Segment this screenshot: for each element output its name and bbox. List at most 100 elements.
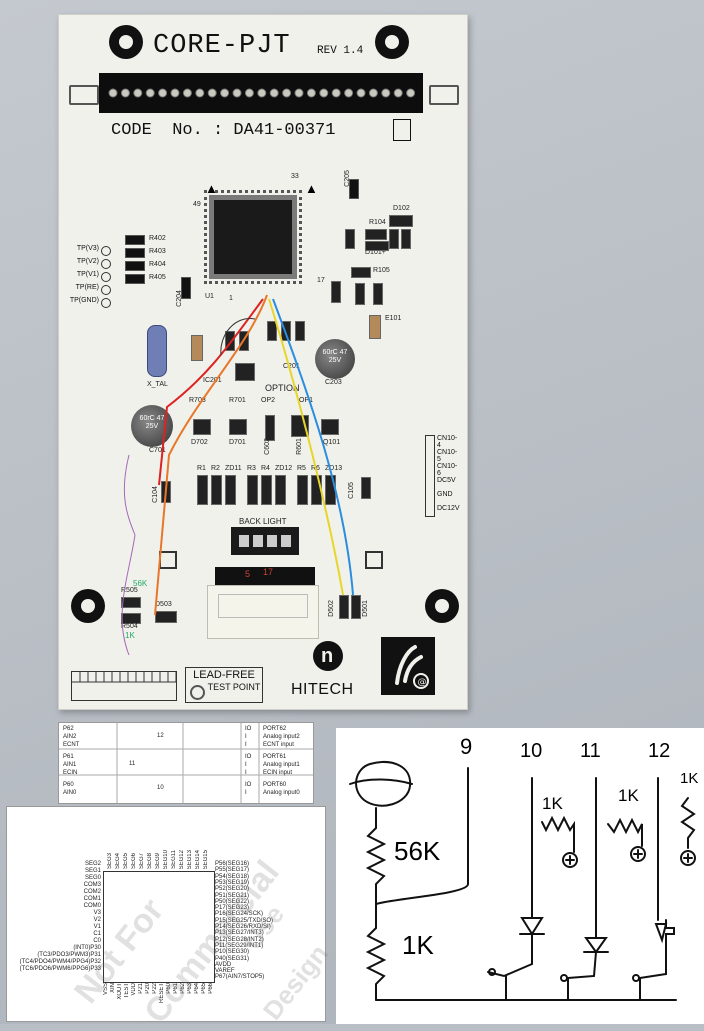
ic-pin-label: SEG5: [123, 852, 129, 869]
test-point-text: TEST POINT: [207, 682, 261, 692]
ic-pin-label: XOUT: [117, 983, 123, 1000]
code-number: CODE No. : DA41-00371: [111, 121, 336, 140]
ic-pin-label: P21: [138, 983, 144, 994]
company-logo-mark: @: [395, 645, 429, 689]
header-pin: [393, 88, 403, 98]
header-pin: [319, 88, 329, 98]
ic-pin-label: P16(SEG24/SCK): [215, 911, 264, 918]
header-pin: [356, 88, 366, 98]
capacitor: [349, 179, 359, 199]
mount-hole: [109, 25, 143, 59]
ic-pin-label: V1: [93, 924, 101, 930]
wire-overlay: [121, 294, 354, 656]
res-label: R404: [149, 261, 166, 268]
diode-label: D503: [155, 601, 172, 608]
mount-hole: [375, 25, 409, 59]
res-label: R1: [197, 465, 206, 472]
resistor: [281, 321, 291, 341]
ic-pin-label: P53(SEG19): [215, 879, 250, 886]
cap-label: C201: [283, 363, 300, 370]
arrow-up-icon: ▲: [205, 181, 218, 196]
header-pin: [257, 88, 267, 98]
connector-label: GND: [437, 491, 453, 498]
header-pin: [331, 88, 341, 98]
header-pin: [195, 88, 205, 98]
pin-header-holes: [108, 88, 416, 98]
handwritten-value: 1K: [125, 631, 135, 640]
pin-label: 33: [291, 173, 299, 180]
ic-pin-label: P12(SEG28/INT2): [215, 936, 264, 943]
mcu-chip: [209, 195, 297, 279]
tp-label: TP(RE): [75, 284, 99, 291]
electrolytic-capacitor: [315, 339, 355, 379]
option-label: OPTION: [265, 383, 300, 393]
ic-pin-label: P10(SEG30): [215, 949, 250, 956]
ic-pin-label: P13(SEG27/INT3): [215, 930, 264, 937]
resistor: [121, 613, 141, 624]
diode-label: D102: [393, 205, 410, 212]
option-label: OP2: [261, 397, 276, 404]
resistor: [125, 261, 145, 271]
pin-number-label: 11: [580, 740, 601, 762]
ic-pin-label: (INT0)P30: [73, 945, 101, 951]
ic-pin-label: C1: [93, 931, 101, 937]
resistor: [191, 335, 203, 361]
pin-header: [99, 73, 423, 113]
mount-hole: [71, 589, 105, 623]
ic-pin-label: P15(SEG25/TXD/SO): [215, 917, 274, 924]
mcu-pins: [204, 190, 302, 284]
lead-free-box: LEAD-FREE TEST POINT: [185, 667, 263, 703]
header-pin: [120, 88, 130, 98]
option-label: OP1: [299, 397, 314, 404]
ic-pin-label: SEG8: [147, 852, 153, 869]
header-slot: [429, 85, 459, 105]
ic-pin-label: SEG6: [131, 852, 137, 869]
resistor-row: [197, 475, 367, 505]
ic-pin-label: V3: [93, 910, 101, 916]
pcb-board: CORE-PJT REV 1.4 CODE No. : DA41-00371 ▲…: [58, 14, 468, 710]
res-label: R701: [229, 397, 246, 404]
tp-label: TP(V1): [76, 271, 99, 278]
ic-pin-label: SEG3: [107, 852, 113, 869]
ic-pin-label: P40(SEG31): [215, 955, 250, 962]
ic-pin-label: SEG11: [171, 850, 177, 869]
res-label: R405: [149, 274, 166, 281]
cap-marking: 60rC 47 25V: [139, 415, 165, 430]
res-label: ZD11: [225, 465, 242, 472]
ic-pin-label: TEST: [124, 983, 130, 999]
cap-label: C203: [325, 379, 342, 386]
connector-label: CN10-5: [437, 449, 458, 463]
res-label: R505: [121, 587, 138, 594]
capacitor: [389, 229, 399, 249]
res-label: R105: [373, 267, 390, 274]
ic-pin-label: (TC4/PDO4/PWM4/PPG4)P32: [19, 959, 101, 965]
code-box: [393, 119, 411, 141]
resistor: [331, 281, 341, 303]
company-logo-icon: @: [381, 637, 435, 695]
board-rev: REV 1.4: [317, 45, 364, 57]
ic-pin-label: P17(SEG23): [215, 905, 250, 912]
white-connector: [207, 585, 319, 639]
header-pin: [133, 88, 143, 98]
resistor: [351, 267, 371, 278]
capacitor: [369, 315, 381, 339]
resistor-value: 1K: [680, 770, 699, 787]
ic-pin-label: P11(SEG29/INT1): [215, 942, 264, 949]
tp-label: TP(V3): [76, 245, 99, 252]
ic-pin-label: P56(SEG16): [215, 861, 250, 867]
pin-label: 1: [229, 295, 233, 302]
header-pin: [406, 88, 416, 98]
cap-marking: 60rC 47 25V: [322, 349, 348, 364]
header-pin: [282, 88, 292, 98]
res-label: ZD12: [275, 465, 293, 472]
header-pin: [269, 88, 279, 98]
diode-label: D701: [229, 439, 246, 446]
resistor: [373, 283, 383, 305]
header-pin: [344, 88, 354, 98]
resistor-value: 1K: [618, 786, 639, 805]
